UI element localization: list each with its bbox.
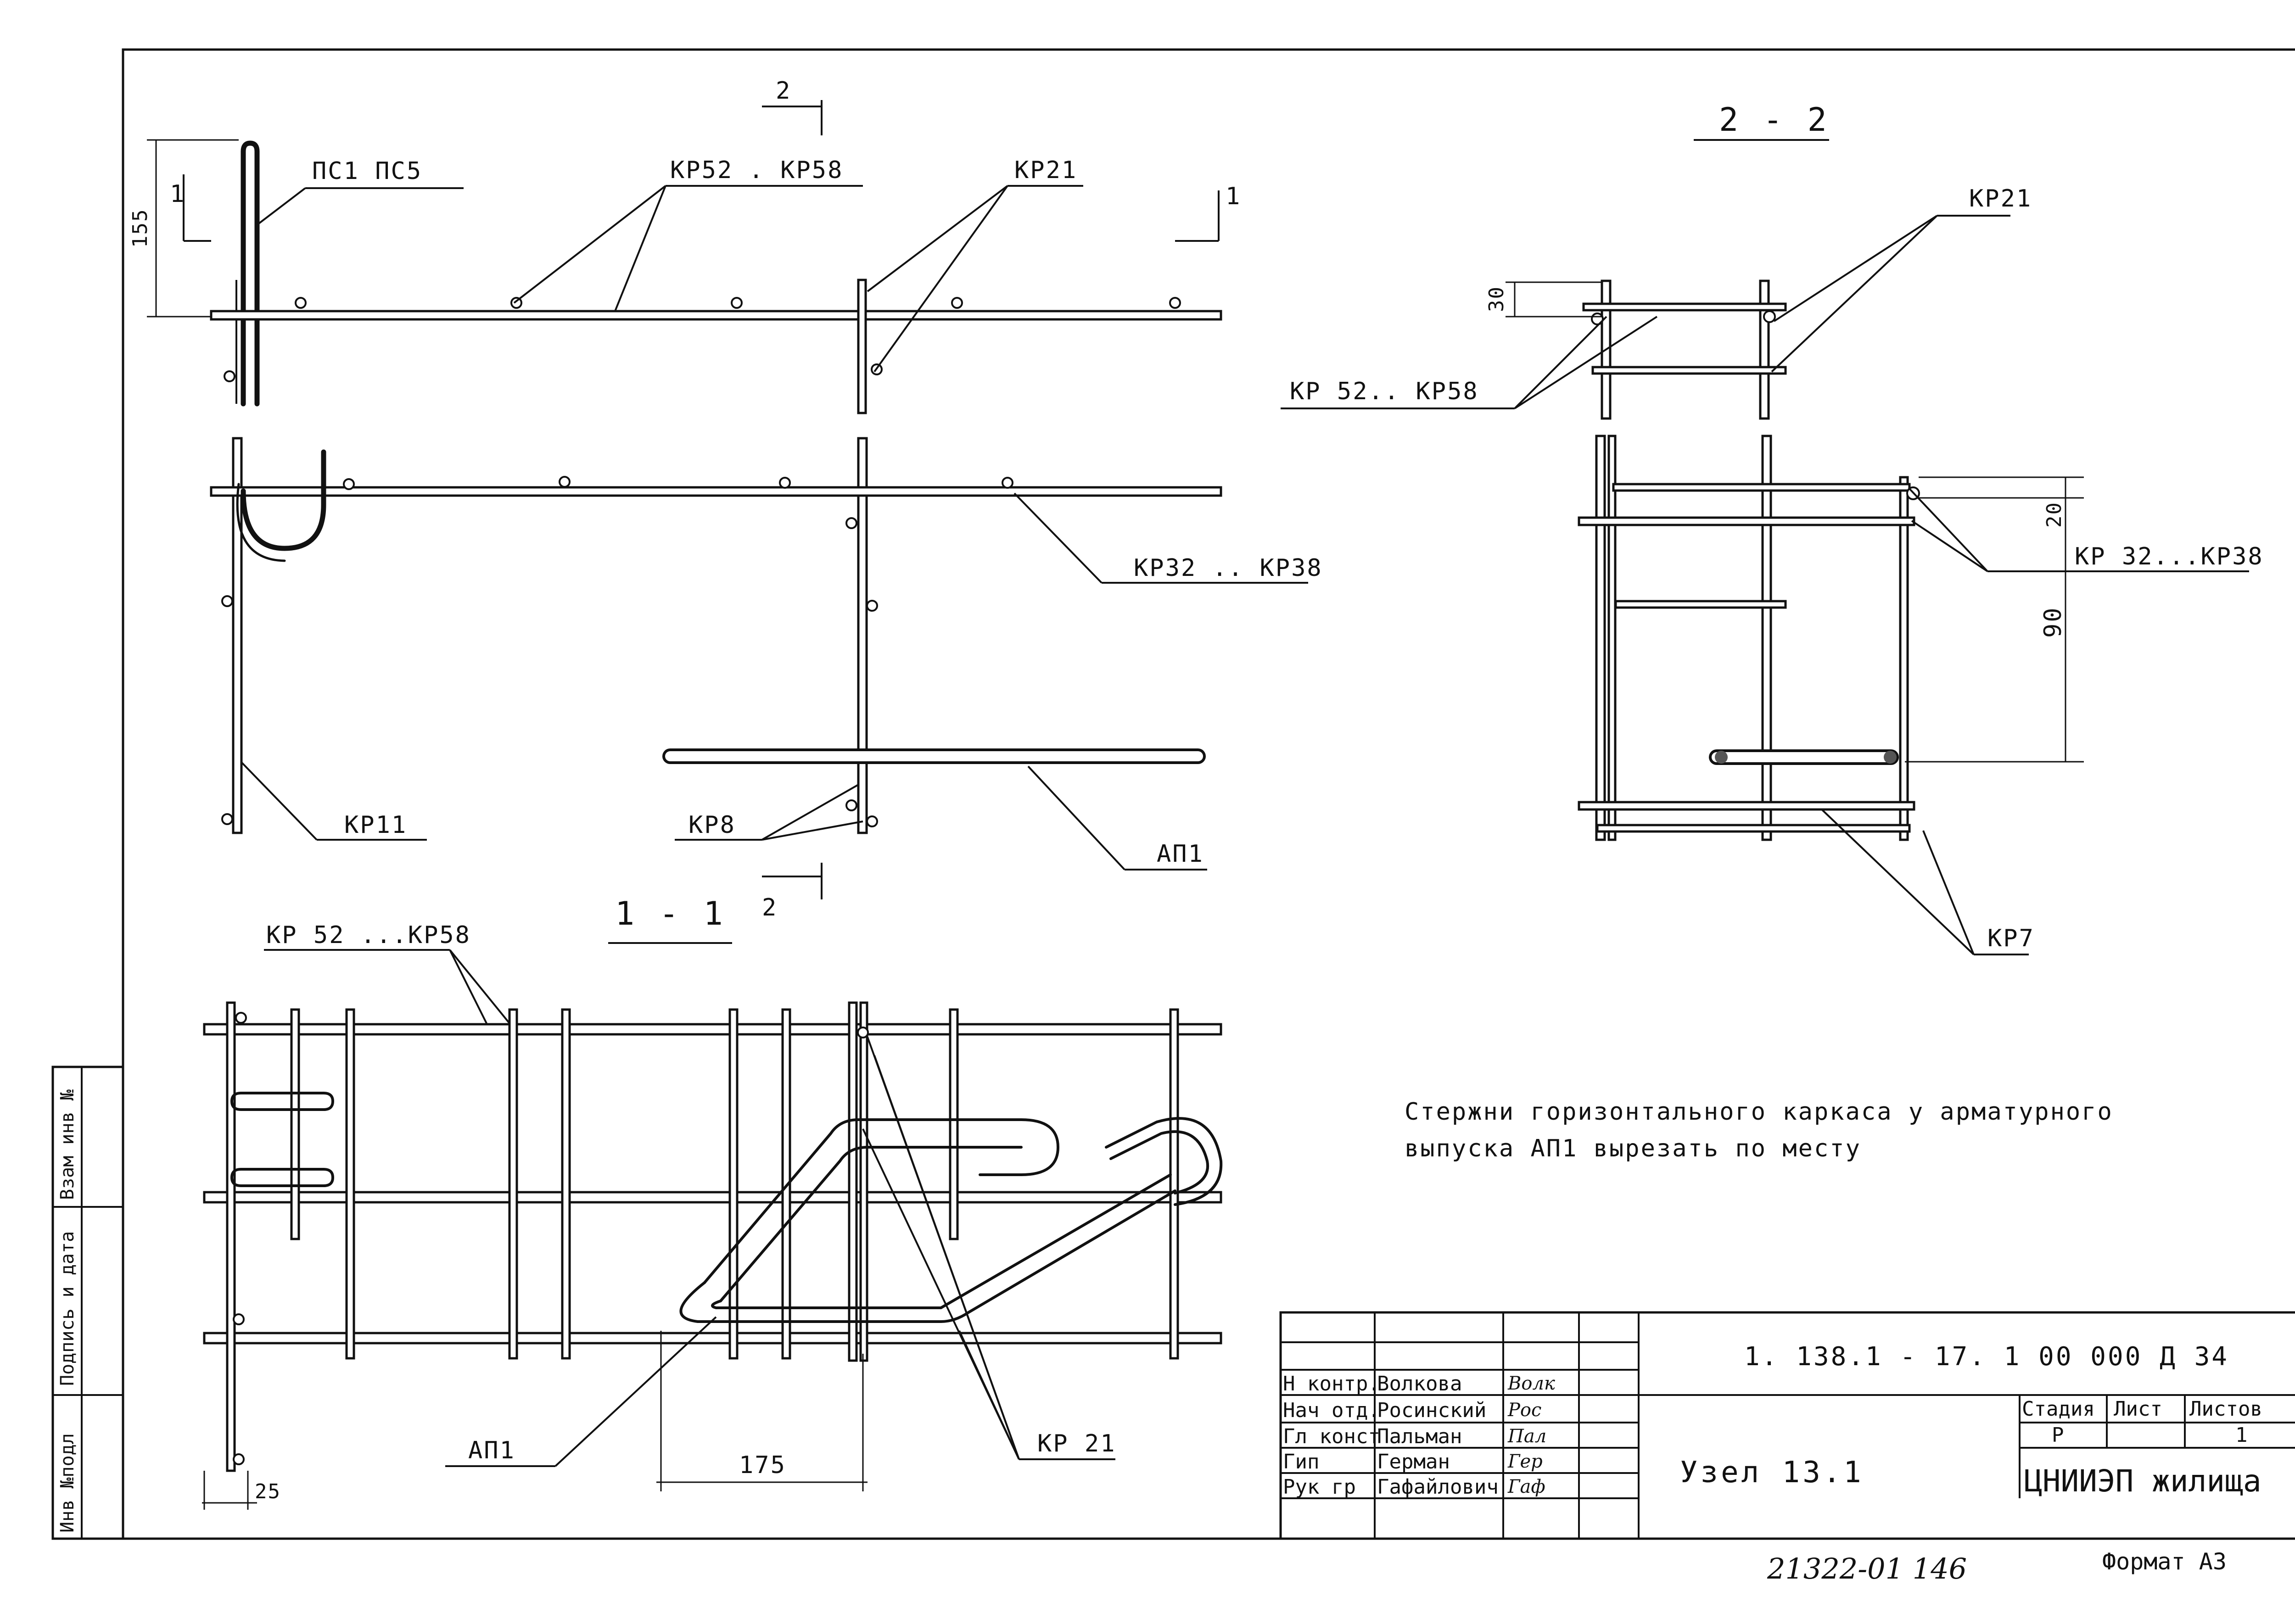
drawing-frame: [122, 48, 2295, 1540]
label-kp21-s22: КР21: [1969, 185, 2032, 212]
role-3: Гип: [1283, 1450, 1319, 1473]
archive-number: 21322-01 146: [1767, 1552, 1967, 1585]
label-kp11: КР11: [344, 811, 407, 839]
label-kp52-kp58-s22: КР 52.. КР58: [1290, 378, 1479, 405]
side-stamp-replace: Взам инв №: [57, 1089, 78, 1200]
role-sign-3: Гер: [1507, 1451, 1543, 1472]
dimension-25: 25: [255, 1480, 281, 1503]
document-code: 1. 138.1 - 17. 1 00 000 Д 34: [1744, 1342, 2229, 1372]
sheets-value: 1: [2235, 1423, 2248, 1447]
role-name-0: Волкова: [1377, 1372, 1462, 1395]
side-stamp-signature: Подпись и дата: [57, 1231, 78, 1386]
role-4: Рук гр: [1283, 1475, 1356, 1499]
label-kp32-kp38-s22: КР 32...КР38: [2075, 543, 2264, 570]
section-2-2: 2 - 2 30 КР21 КР 52.. КР58: [1281, 101, 2264, 955]
label-ap1-s11: АП1: [468, 1437, 515, 1464]
note-block: Стержни горизонтального каркаса у армату…: [1405, 1098, 2113, 1162]
label-ap1-plan: АП1: [1157, 840, 1204, 868]
title-block: 1. 138.1 - 17. 1 00 000 Д 34 Узел 13.1 С…: [1279, 1311, 2295, 1540]
section-mark-1-right: 1: [1226, 183, 1241, 210]
organization: ЦНИИЭП жилища: [2024, 1463, 2261, 1499]
label-kp32-kp38-plan: КР32 .. КР38: [1134, 554, 1323, 582]
label-kp52-kp58-top: КР52 . КР58: [670, 156, 843, 184]
note-line-1: Стержни горизонтального каркаса у армату…: [1405, 1098, 2113, 1126]
section-1-1-title: 1 - 1: [615, 895, 726, 932]
role-sign-2: Пал: [1507, 1426, 1546, 1447]
stage-value: Р: [2052, 1423, 2064, 1447]
format-label: Формат А3: [2102, 1548, 2227, 1575]
side-stamp: Взам инв № Подпись и дата Инв №подл: [51, 1066, 124, 1540]
role-sign-0: Волк: [1507, 1373, 1555, 1394]
dimension-155: 155: [129, 209, 152, 248]
role-name-1: Росинский: [1377, 1399, 1486, 1422]
role-name-4: Гафайлович: [1377, 1475, 1499, 1499]
plan-view: 2 1 1 155 ПС1 ПС5 К: [129, 77, 1323, 921]
stage-header: Стадия: [2022, 1397, 2095, 1421]
dimension-20: 20: [2043, 502, 2066, 528]
side-stamp-inventory: Инв №подл: [57, 1433, 78, 1533]
section-1-1: 1 - 1 КР 52 ...КР58: [202, 895, 1223, 1510]
section-mark-2-bottom: 2: [762, 894, 778, 921]
section-mark-1-left: 1: [170, 180, 185, 208]
drawing-name: Узел 13.1: [1680, 1456, 1864, 1490]
label-kp52-kp58-s11: КР 52 ...КР58: [266, 921, 471, 949]
role-name-3: Герман: [1377, 1450, 1450, 1473]
sheets-header: Листов: [2189, 1397, 2262, 1421]
dimension-175: 175: [739, 1451, 786, 1479]
section-mark-2-top: 2: [776, 77, 791, 105]
dimension-90: 90: [2039, 606, 2067, 638]
label-kp21-top: КР21: [1014, 156, 1077, 184]
role-2: Гл конст: [1283, 1425, 1380, 1448]
role-sign-4: Гаф: [1507, 1476, 1545, 1497]
role-0: Н контр.: [1283, 1372, 1380, 1395]
label-ps1-ps5: ПС1 ПС5: [312, 157, 422, 185]
label-kp21-s11: КР 21: [1037, 1430, 1116, 1457]
label-kp7: КР7: [1987, 925, 2035, 952]
dimension-30: 30: [1485, 286, 1508, 312]
sheet-header: Лист: [2114, 1397, 2162, 1421]
section-2-2-title: 2 - 2: [1719, 101, 1830, 139]
label-kp8: КР8: [688, 811, 736, 839]
role-1: Нач отд.: [1283, 1399, 1380, 1422]
role-sign-1: Рос: [1507, 1400, 1541, 1421]
role-name-2: Пальман: [1377, 1425, 1462, 1448]
note-line-2: выпуска АП1 вырезать по месту: [1405, 1135, 1861, 1162]
